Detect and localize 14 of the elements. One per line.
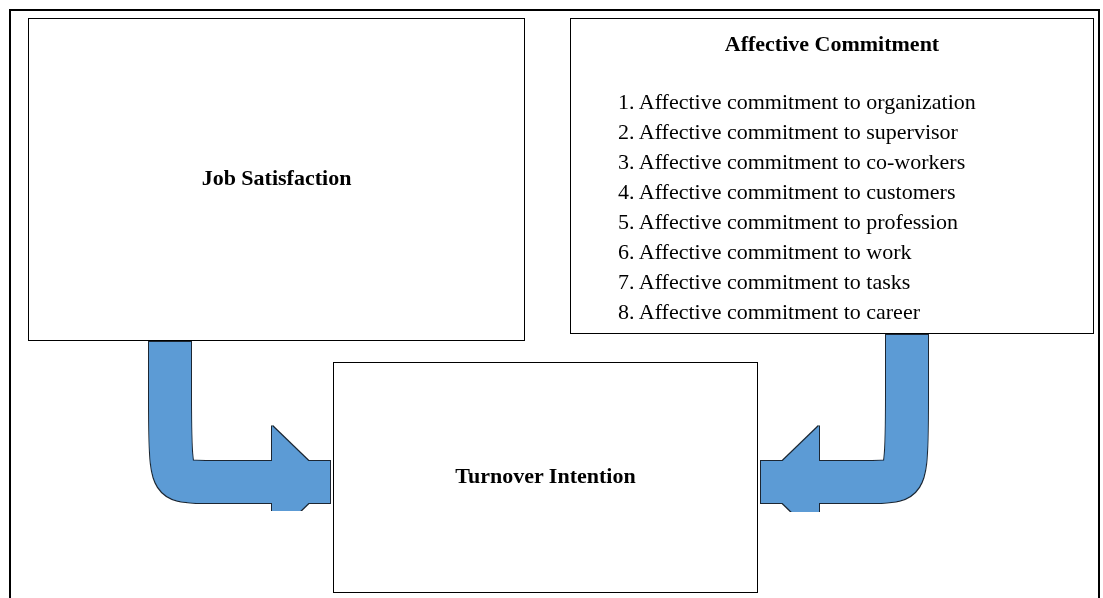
text-box [28,18,525,341]
text-box [333,362,758,593]
list-item: 8. Affective commitment to career [618,299,920,325]
text-box [570,18,1094,334]
list-item: 4. Affective commitment to customers [618,179,956,205]
list-item: 2. Affective commitment to supervisor [618,119,958,145]
list-item: 7. Affective commitment to tasks [618,269,911,295]
box-title: Job Satisfaction [200,164,353,191]
box-title: Affective Commitment [723,31,941,57]
list-item: 6. Affective commitment to work [618,239,912,265]
box-title: Turnover Intention [454,462,637,489]
list-item: 3. Affective commitment to co-workers [618,149,966,175]
list-item: 5. Affective commitment to profession [618,209,958,235]
list-item: 1. Affective commitment to organization [618,89,976,115]
